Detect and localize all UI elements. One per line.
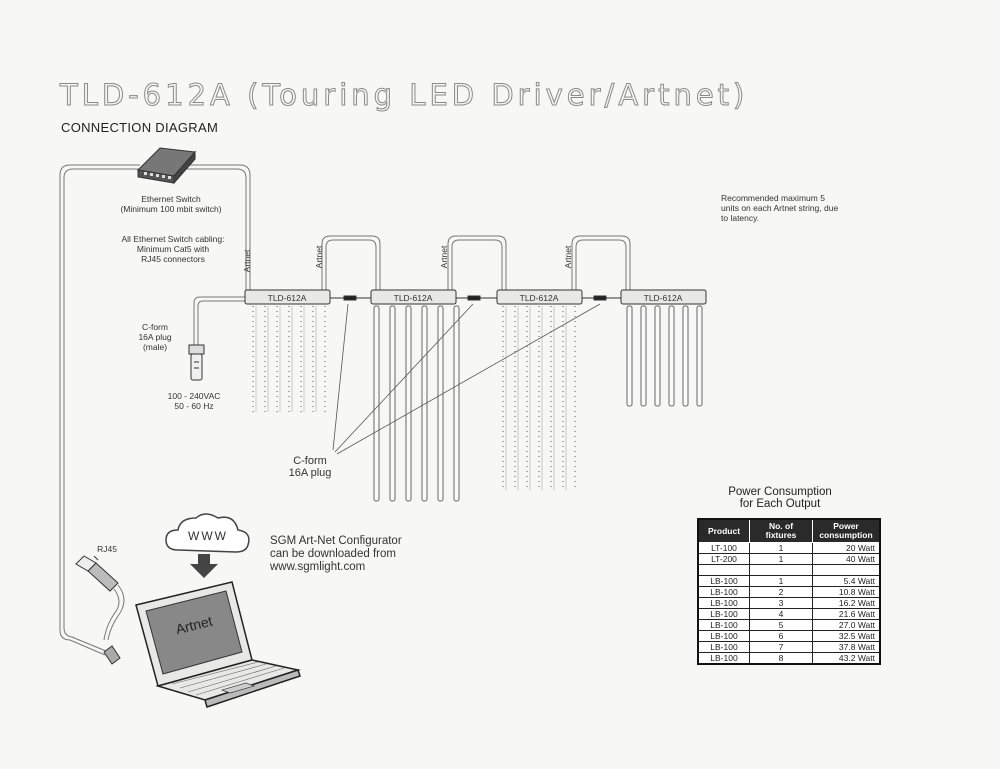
cell-product: LB-100 bbox=[697, 575, 750, 587]
cell-product: LB-100 bbox=[697, 652, 750, 665]
header-power: Power consumption bbox=[812, 518, 881, 543]
recommend-note: Recommended maximum 5 units on each Artn… bbox=[721, 193, 839, 223]
cform-callout-label: C-form 16A plug bbox=[288, 455, 332, 479]
laptop-icon bbox=[135, 581, 301, 708]
artnet-label-2: Artnet bbox=[314, 245, 324, 269]
header-fixtures: No. of fixtures bbox=[749, 518, 813, 543]
led-strings-unit-1 bbox=[252, 306, 326, 412]
cell-product: LB-100 bbox=[697, 608, 750, 620]
cell-fixtures: 3 bbox=[749, 597, 813, 609]
cell-power: 10.8 Watt bbox=[812, 586, 881, 598]
cell-power: 20 Watt bbox=[812, 542, 881, 554]
driver-label-2: TLD-612A bbox=[393, 293, 433, 303]
cell-power bbox=[812, 564, 881, 576]
configurator-note: SGM Art-Net Configurator can be download… bbox=[270, 535, 402, 573]
cell-product: LB-100 bbox=[697, 597, 750, 609]
plug-male-label: C-form 16A plug (male) bbox=[138, 322, 172, 352]
ethernet-switch-icon bbox=[136, 147, 197, 185]
cell-fixtures: 2 bbox=[749, 586, 813, 598]
www-label: WWW bbox=[188, 529, 228, 543]
driver-label-1: TLD-612A bbox=[267, 293, 307, 303]
cell-power: 5.4 Watt bbox=[812, 575, 881, 587]
cell-fixtures: 4 bbox=[749, 608, 813, 620]
cell-product: LB-100 bbox=[697, 641, 750, 653]
driver-units bbox=[244, 289, 707, 305]
cell-product: LT-200 bbox=[697, 553, 750, 565]
power-plug-icon bbox=[188, 344, 205, 381]
cell-fixtures: 1 bbox=[749, 575, 813, 587]
cell-fixtures: 5 bbox=[749, 619, 813, 631]
cell-power: 40 Watt bbox=[812, 553, 881, 565]
artnet-label-3: Artnet bbox=[439, 245, 449, 269]
cell-fixtures: 7 bbox=[749, 641, 813, 653]
cell-fixtures: 1 bbox=[749, 553, 813, 565]
driver-label-3: TLD-612A bbox=[519, 293, 559, 303]
power-input-label: 100 - 240VAC 50 - 60 Hz bbox=[167, 391, 221, 411]
led-tubes-unit-2 bbox=[373, 305, 460, 502]
cell-product: LB-100 bbox=[697, 586, 750, 598]
header-product: Product bbox=[697, 518, 750, 543]
rj45-connector-icon bbox=[75, 555, 125, 665]
driver-label-4: TLD-612A bbox=[643, 293, 683, 303]
cell-product: LT-100 bbox=[697, 542, 750, 554]
artnet-label-4: Artnet bbox=[563, 245, 573, 269]
cell-fixtures: 6 bbox=[749, 630, 813, 642]
cell-product: LB-100 bbox=[697, 630, 750, 642]
cell-fixtures: 8 bbox=[749, 652, 813, 665]
cell-power: 21.6 Watt bbox=[812, 608, 881, 620]
switch-label: Ethernet Switch (Minimum 100 mbit switch… bbox=[120, 194, 222, 214]
cell-power: 16.2 Watt bbox=[812, 597, 881, 609]
cell-fixtures bbox=[749, 564, 813, 576]
led-tubes-unit-4 bbox=[626, 305, 703, 407]
cform-callout-lines bbox=[332, 303, 601, 455]
cabling-note: All Ethernet Switch cabling: Minimum Cat… bbox=[121, 234, 225, 264]
cell-product bbox=[697, 564, 750, 576]
artnet-label-1: Artnet bbox=[242, 249, 252, 273]
page-subtitle: CONNECTION DIAGRAM bbox=[61, 120, 219, 135]
cell-fixtures: 1 bbox=[749, 542, 813, 554]
rj45-label: RJ45 bbox=[97, 544, 117, 554]
cell-power: 27.0 Watt bbox=[812, 619, 881, 631]
power-table-title: Power Consumption for Each Output bbox=[728, 486, 832, 510]
cell-power: 43.2 Watt bbox=[812, 652, 881, 665]
power-consumption-table: Product No. of fixtures Power consumptio… bbox=[697, 518, 881, 665]
power-link-cables bbox=[330, 295, 621, 301]
cell-power: 32.5 Watt bbox=[812, 630, 881, 642]
led-strings-unit-3 bbox=[502, 306, 576, 490]
table-row bbox=[697, 564, 881, 576]
cloud-www-icon bbox=[165, 513, 250, 578]
cell-power: 37.8 Watt bbox=[812, 641, 881, 653]
cell-product: LB-100 bbox=[697, 619, 750, 631]
page-title: TLD-612A (Touring LED Driver/Artnet) bbox=[59, 78, 749, 113]
